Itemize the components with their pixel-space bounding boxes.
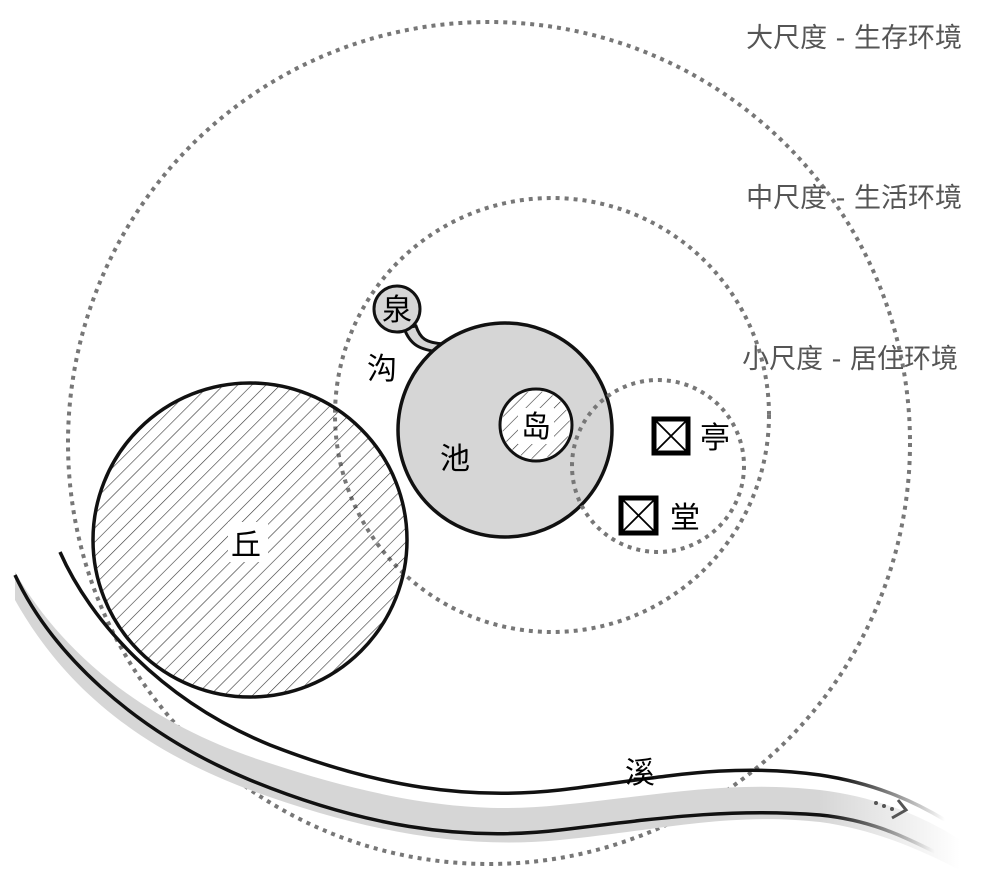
- small-scale-ring: [570, 378, 746, 554]
- pavilion-label: 亭: [700, 421, 730, 456]
- pavilion-icon: [651, 416, 691, 456]
- spring: [372, 284, 422, 334]
- medium-scale-label: 中尺度 - 生活环境: [746, 183, 962, 214]
- medium-scale-ring: [333, 196, 771, 634]
- small-scale-label: 小尺度 - 居住环境: [742, 344, 958, 375]
- hill-label: 丘: [231, 528, 261, 563]
- stream-bank-top: [58, 551, 946, 822]
- hall-icon: [618, 495, 659, 536]
- ditch-label: 沟: [367, 352, 397, 387]
- large-scale-label: 大尺度 - 生存环境: [746, 23, 962, 54]
- large-scale-ring: [66, 20, 912, 866]
- island-label: 岛: [521, 410, 551, 445]
- flow-arrow-icon: [874, 799, 909, 820]
- hall-label: 堂: [670, 501, 700, 536]
- stream: [15, 572, 960, 870]
- stream-label: 溪: [625, 756, 655, 791]
- stream-bank-bottom: [13, 574, 936, 854]
- spring-label: 泉: [382, 293, 412, 328]
- pond-label: 池: [440, 442, 470, 477]
